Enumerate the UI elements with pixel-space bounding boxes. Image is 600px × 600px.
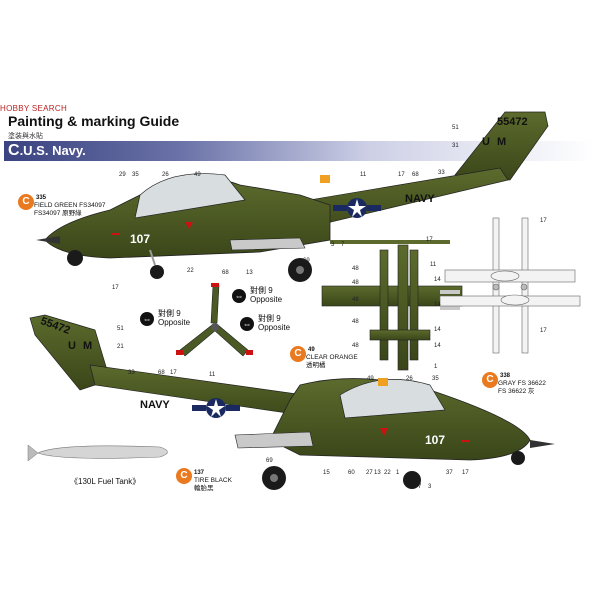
decal-number: 11 bbox=[209, 372, 216, 378]
decal-number: 48 bbox=[352, 297, 359, 303]
decal-number: 13 bbox=[246, 270, 253, 276]
navy-text-top: NAVY bbox=[405, 193, 435, 205]
decal-number: 33 bbox=[438, 170, 445, 176]
decal-number: 17 bbox=[540, 218, 547, 224]
decal-number: 51 bbox=[452, 125, 459, 131]
decal-number: 3 bbox=[331, 242, 335, 248]
decal-number: 68 bbox=[222, 270, 229, 276]
side-view-top bbox=[36, 111, 549, 282]
decal-number: 69 bbox=[266, 458, 273, 464]
decal-number: 48 bbox=[352, 343, 359, 349]
paint-badge-icon: C bbox=[482, 372, 498, 388]
decal-number: 1 bbox=[396, 470, 400, 476]
tail-letters-bottom: U M bbox=[68, 340, 95, 352]
decal-number: 26 bbox=[406, 376, 413, 382]
paint-code: 335 bbox=[36, 195, 47, 201]
page-subtitle: 塗装與水貼 bbox=[8, 133, 43, 140]
decal-number: 11 bbox=[430, 262, 437, 268]
paint-badge-icon: C bbox=[290, 346, 306, 362]
paint-code: 137 bbox=[194, 470, 205, 476]
decal-number: 26 bbox=[162, 172, 169, 178]
swap-arrows-icon: ⇔ bbox=[232, 289, 246, 303]
decal-number: 49 bbox=[194, 172, 201, 178]
watermark: HOBBY SEARCH bbox=[0, 104, 68, 113]
paint-label: GRAY FS 36622 FS 36622 灰 bbox=[498, 380, 546, 395]
decal-number: 17 bbox=[170, 370, 177, 376]
decal-number: 3 bbox=[428, 484, 432, 490]
decal-number: 48 bbox=[352, 266, 359, 272]
front-view bbox=[439, 217, 581, 354]
decal-number: 49 bbox=[367, 376, 374, 382]
paint-label: TIRE BLACK 輪胎黑 bbox=[194, 477, 232, 492]
decal-number: 35 bbox=[432, 376, 439, 382]
decal-number: 13 bbox=[374, 470, 381, 476]
tail-code-top: 55472 bbox=[497, 116, 528, 128]
decal-number: 35 bbox=[132, 172, 139, 178]
decal-number: 51 bbox=[117, 326, 124, 332]
top-view bbox=[321, 240, 463, 371]
decal-number: 14 bbox=[434, 277, 441, 283]
navy-text-bottom: NAVY bbox=[140, 399, 170, 411]
section-title: C.U.S. Navy. bbox=[8, 142, 86, 160]
section-letter: C bbox=[8, 142, 20, 159]
decal-number: 37 bbox=[446, 470, 453, 476]
fuel-tank-caption: 《130L Fuel Tank》 bbox=[70, 477, 141, 486]
decal-number: 17 bbox=[540, 328, 547, 334]
decal-number: 31 bbox=[452, 143, 459, 149]
decal-number: 17 bbox=[426, 237, 433, 243]
decal-number: 1 bbox=[434, 364, 438, 370]
decal-number: 7 bbox=[341, 242, 345, 248]
section-label: .U.S. Navy. bbox=[19, 143, 86, 158]
decal-number: 68 bbox=[412, 172, 419, 178]
paint-badge-icon: C bbox=[176, 468, 192, 484]
decal-number: 11 bbox=[360, 172, 367, 178]
section-band bbox=[4, 141, 594, 161]
decal-number: 17 bbox=[462, 470, 469, 476]
decal-number: 15 bbox=[323, 470, 330, 476]
swap-arrows-icon: ⇔ bbox=[240, 317, 254, 331]
decal-number: 22 bbox=[384, 470, 391, 476]
paint-code: 49 bbox=[308, 347, 315, 353]
decal-number: 27 bbox=[366, 470, 373, 476]
paint-label: CLEAR ORANGE 透明橘 bbox=[306, 354, 358, 369]
decal-number: 17 bbox=[398, 172, 405, 178]
decal-number: 14 bbox=[434, 327, 441, 333]
propeller bbox=[176, 283, 253, 357]
paint-badge-icon: C bbox=[18, 194, 34, 210]
decal-number: 33 bbox=[128, 370, 135, 376]
paint-label: FIELD GREEN FS34097 FS34097 原野綠 bbox=[34, 202, 106, 217]
decal-number: 7 bbox=[418, 484, 422, 490]
side-view-bottom bbox=[29, 314, 555, 490]
decal-number: 29 bbox=[119, 172, 126, 178]
decal-number: 17 bbox=[112, 285, 119, 291]
decal-number: 21 bbox=[117, 344, 124, 350]
decal-number: 60 bbox=[348, 470, 355, 476]
swap-arrows-icon: ⇔ bbox=[140, 312, 154, 326]
decal-number: 69 bbox=[303, 258, 310, 264]
decal-number: 22 bbox=[187, 268, 194, 274]
nose-number-bottom: 107 bbox=[425, 433, 446, 447]
decal-number: 48 bbox=[352, 280, 359, 286]
decal-number: 14 bbox=[434, 343, 441, 349]
tail-letters-top: U M bbox=[482, 136, 509, 148]
decal-number: 68 bbox=[158, 370, 165, 376]
page-title: Painting & marking Guide bbox=[8, 113, 180, 129]
fuel-tank bbox=[27, 444, 168, 462]
decal-number: 14 bbox=[434, 302, 441, 308]
decal-number: 48 bbox=[352, 319, 359, 325]
paint-code: 338 bbox=[500, 373, 511, 379]
nose-number-top: 107 bbox=[130, 232, 151, 246]
